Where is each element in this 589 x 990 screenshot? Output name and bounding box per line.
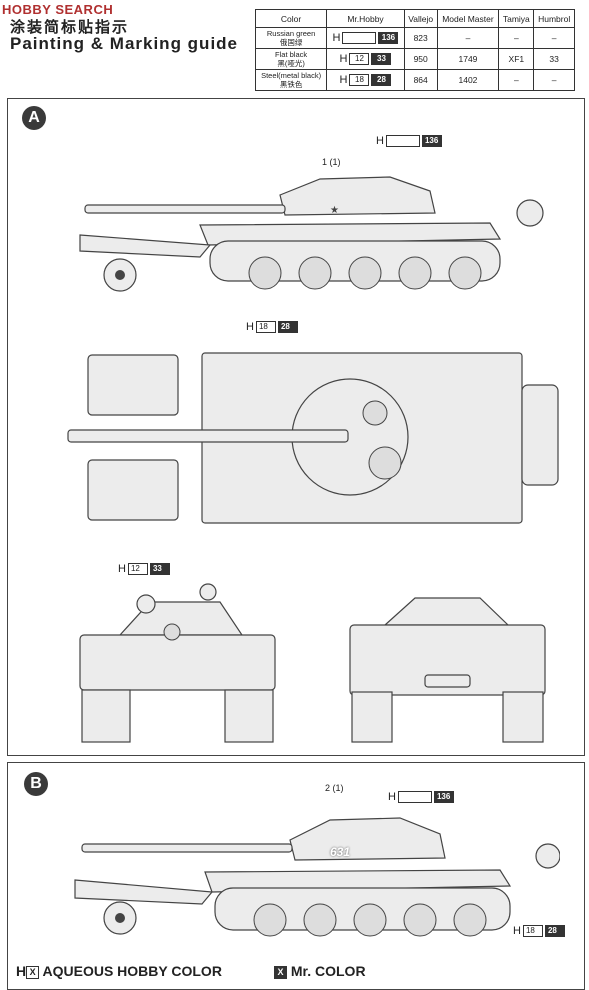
tank-top-view-a — [67, 352, 559, 524]
aqueous-box-icon: X — [26, 965, 40, 979]
h-letter: H — [118, 563, 126, 575]
badge-a: A — [22, 106, 46, 130]
turret-number: 631 — [330, 845, 351, 859]
aqueous-box — [342, 32, 377, 44]
col-mrhobby: Mr.Hobby — [326, 9, 405, 28]
vallejo-cell: 823 — [403, 27, 438, 49]
color-name: Steel(metal black) — [261, 71, 322, 80]
aqueous-code: 18 — [255, 321, 276, 333]
mr-color-code: 136 — [433, 791, 454, 803]
color-name: Flat black — [275, 50, 308, 59]
vallejo-cell: 950 — [403, 48, 438, 70]
tank-side-view-a: ★ — [79, 176, 544, 292]
panel-a — [7, 98, 585, 756]
h-letter: H — [332, 32, 341, 44]
mr-color-code: 33 — [371, 53, 392, 65]
humbrol-cell: – — [533, 27, 575, 49]
mrhobby-cell: H 136 — [326, 27, 405, 49]
decal-callout-b: 2 (1) — [325, 783, 344, 793]
col-tamiya: Tamiya — [498, 9, 535, 28]
mr-color-code: 28 — [544, 925, 565, 937]
tank-front-view-a — [79, 583, 276, 743]
tank-side-view-b — [74, 817, 560, 937]
tamiya-cell: – — [498, 27, 535, 49]
col-modelmaster: Model Master — [436, 9, 500, 28]
aqueous-code: 12 — [127, 563, 148, 575]
modelmaster-cell: 1749 — [436, 48, 500, 70]
mr-color-code: 28 — [277, 321, 298, 333]
col-humbrol: Humbrol — [533, 9, 575, 28]
color-cell: Steel(metal black)黑铁色 — [254, 69, 328, 91]
modelmaster-cell: – — [436, 27, 500, 49]
title-chinese: 涂装简标贴指示 — [10, 18, 130, 36]
h-letter: H — [376, 135, 384, 147]
tank-rear-view-a — [349, 597, 546, 743]
color-name-cn: 黑铁色 — [279, 80, 303, 89]
mr-color-code: 33 — [149, 563, 170, 575]
h-letter: H — [388, 791, 396, 803]
h-letter: H — [513, 925, 521, 937]
aqueous-code: 18 — [522, 925, 543, 937]
mr-color-box-icon: X — [274, 965, 287, 979]
h-letter: H — [246, 321, 254, 333]
mr-color-code: 136 — [378, 32, 399, 44]
tamiya-cell: – — [498, 69, 535, 91]
vallejo-cell: 864 — [403, 69, 438, 91]
aqueous-code: 12 — [349, 53, 370, 65]
mr-color-code: 136 — [421, 135, 442, 147]
mr-color-label: Mr. COLOR — [290, 963, 366, 979]
watermark: HOBBY SEARCH — [2, 2, 114, 17]
aqueous-code: 18 — [349, 74, 370, 86]
mr-color-code: 28 — [371, 74, 392, 86]
svg-text:★: ★ — [330, 205, 339, 216]
decal-callout-a: 1 (1) — [322, 157, 341, 167]
paint-table: Color Mr.Hobby Vallejo Model Master Tami… — [254, 9, 575, 91]
aqueous-label: AQUEOUS HOBBY COLOR — [42, 963, 222, 979]
page-title: Painting & Marking guide — [10, 34, 239, 53]
aqueous-box — [397, 791, 432, 803]
aqueous-box — [385, 135, 420, 147]
h-letter: H — [339, 74, 348, 86]
modelmaster-cell: 1402 — [436, 69, 500, 91]
legend-mr-color: X Mr. COLOR — [274, 963, 366, 979]
color-name-cn: 俄国绿 — [279, 38, 303, 47]
col-color: Color — [254, 9, 328, 28]
humbrol-cell: 33 — [533, 48, 575, 70]
callout-h136-b: H 136 — [388, 787, 454, 805]
tamiya-cell: XF1 — [498, 48, 535, 70]
callout-h136-a: H 136 — [376, 131, 442, 149]
color-name-cn: 黑(哑光) — [277, 59, 305, 68]
col-vallejo: Vallejo — [403, 9, 438, 28]
color-name: Russian green — [266, 29, 316, 38]
h-letter: H — [16, 963, 27, 979]
humbrol-cell: – — [533, 69, 575, 91]
badge-b: B — [24, 772, 48, 796]
h-letter: H — [339, 53, 348, 65]
table-header-row: Color Mr.Hobby Vallejo Model Master Tami… — [254, 9, 575, 28]
